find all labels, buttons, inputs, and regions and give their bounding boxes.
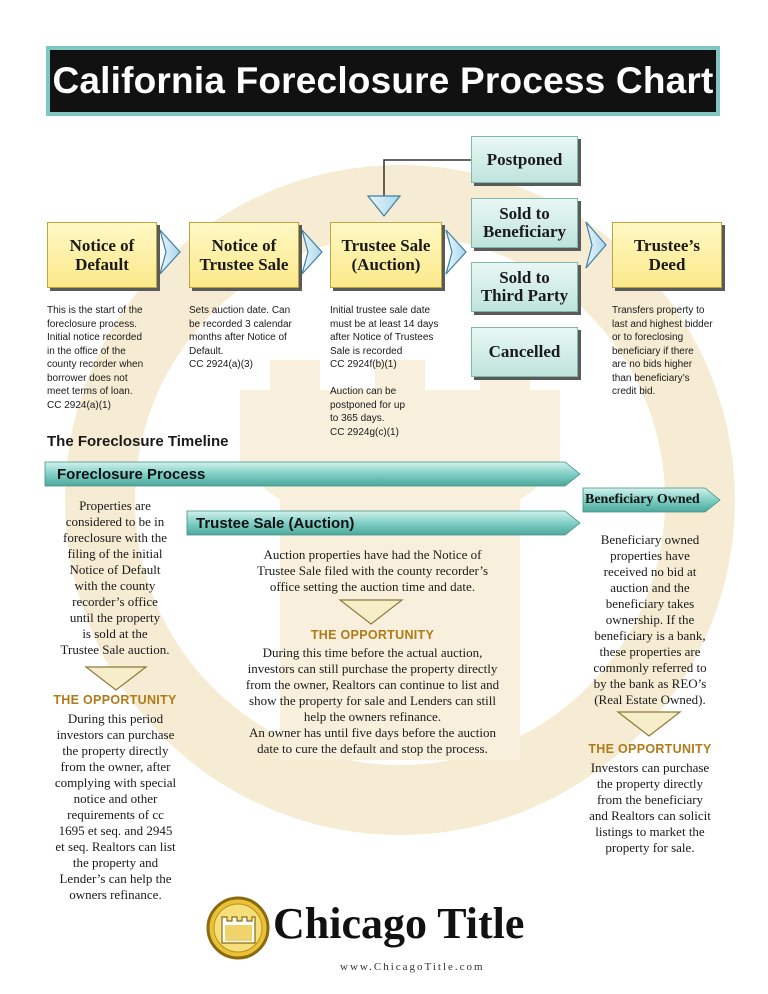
band-trustee-sale <box>186 510 581 536</box>
col3-opportunity-heading: THE OPPORTUNITY <box>588 742 712 756</box>
step-desc-notice-of-default: This is the start of the foreclosure pro… <box>47 305 144 411</box>
down-arrow-col3 <box>616 711 682 737</box>
step-desc-trustee-sale: Initial trustee sale date must be at lea… <box>330 305 439 438</box>
outcome-sold-to-third-party: Sold to Third Party <box>471 262 578 312</box>
website-url: www.ChicagoTitle.com <box>340 961 485 973</box>
outcome-cancelled: Cancelled <box>471 327 578 377</box>
step-desc-notice-of-trustee-sale: Sets auction date. Can be recorded 3 cal… <box>189 305 292 370</box>
brand-name: Chicago Title <box>273 899 525 948</box>
page-title: California Foreclosure Process Chart <box>52 60 714 101</box>
col3-opportunity-text: Investors can purchase the property dire… <box>589 760 711 855</box>
col1-description: Properties are considered to be in forec… <box>60 498 170 657</box>
title-banner: California Foreclosure Process Chart <box>46 46 720 116</box>
band-beneficiary-owned <box>582 487 721 513</box>
down-arrow-col2 <box>338 599 404 625</box>
col3-description: Beneficiary owned properties have receiv… <box>593 532 707 707</box>
band-foreclosure-process <box>44 461 581 487</box>
castle-icon <box>206 896 270 960</box>
step-trustees-deed: Trustee’s Deed <box>612 222 722 288</box>
postponed-arrow-head <box>366 195 402 217</box>
step-desc-trustees-deed: Transfers property to last and highest b… <box>612 305 713 397</box>
outcome-sold-to-beneficiary: Sold to Beneficiary <box>471 198 578 248</box>
outcome-postponed: Postponed <box>471 136 578 183</box>
chevron-arrow-2 <box>301 229 323 275</box>
step-notice-of-trustee-sale: Notice of Trustee Sale <box>189 222 299 288</box>
band-label-beneficiary-owned: Beneficiary Owned <box>585 492 700 507</box>
step-trustee-sale: Trustee Sale (Auction) <box>330 222 442 288</box>
col1-opportunity-text: During this period investors can purchas… <box>54 711 177 902</box>
down-arrow-col1 <box>84 666 148 691</box>
col2-opportunity-heading: THE OPPORTUNITY <box>310 628 435 642</box>
chevron-arrow-3 <box>445 229 467 275</box>
col2-description: Auction properties have had the Notice o… <box>256 547 489 594</box>
band-label-foreclosure-process: Foreclosure Process <box>57 465 206 483</box>
step-notice-of-default: Notice of Default <box>47 222 157 288</box>
col2-opportunity-text: During this time before the actual aucti… <box>245 645 500 756</box>
postponed-connector <box>383 159 471 196</box>
chevron-arrow-4 <box>585 221 607 269</box>
chevron-arrow-1 <box>159 229 181 275</box>
col1-opportunity-heading: THE OPPORTUNITY <box>53 693 177 707</box>
band-label-trustee-sale: Trustee Sale (Auction) <box>196 514 355 532</box>
timeline-heading: The Foreclosure Timeline <box>47 433 229 450</box>
